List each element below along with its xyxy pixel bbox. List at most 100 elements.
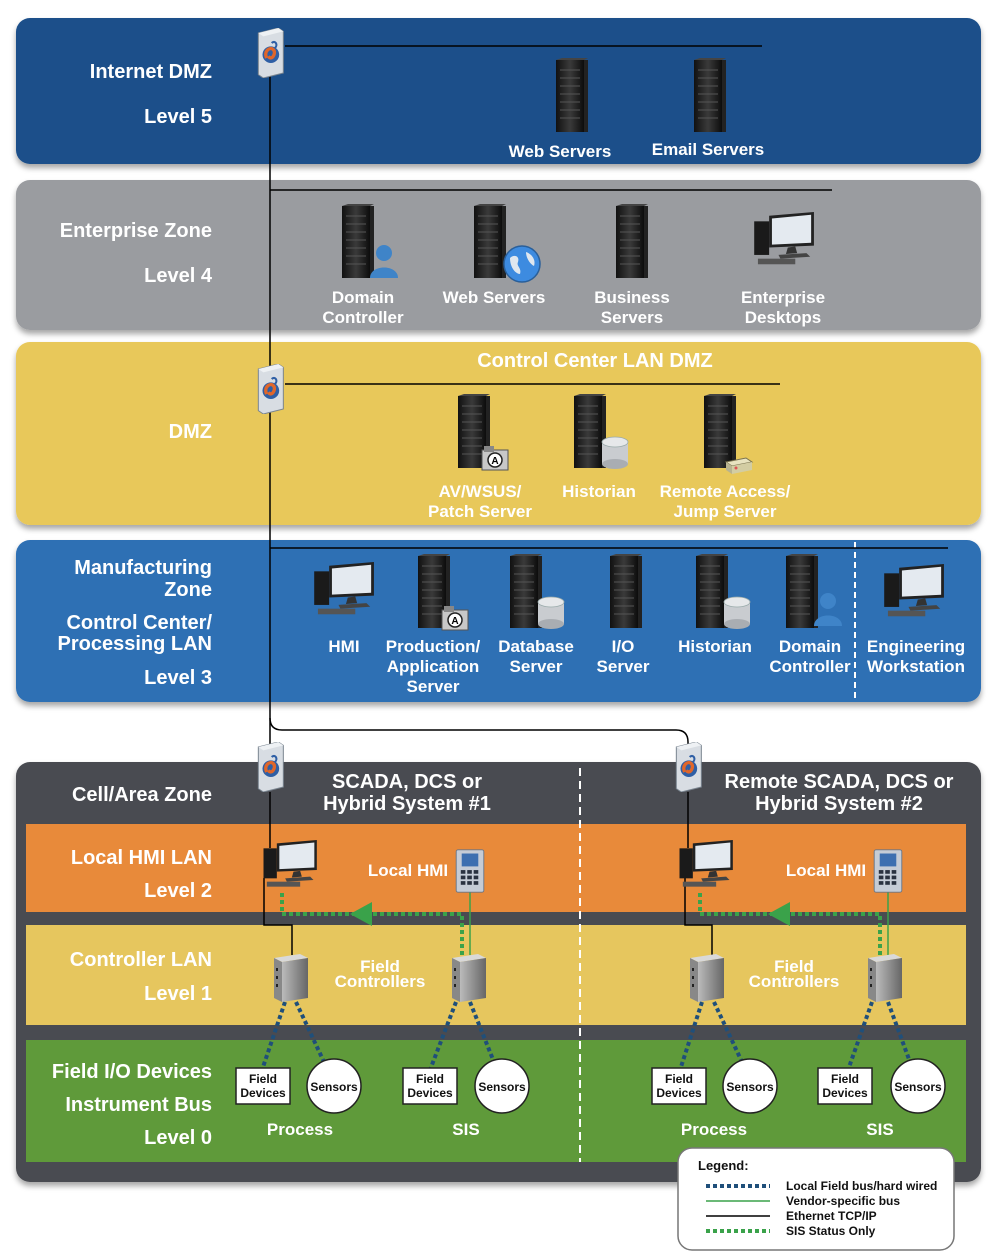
device-label: Server	[597, 657, 650, 676]
s2-fb-1	[678, 1001, 704, 1071]
device-label: Server	[407, 677, 460, 696]
dmz-title: DMZ	[169, 421, 212, 443]
internet-dmz-zone	[16, 18, 981, 164]
system1-title-line: Hybrid System #1	[323, 793, 491, 815]
s1-fb-1	[260, 1001, 287, 1071]
level1-label: Level 1	[144, 983, 212, 1005]
legend-item-label: Vendor-specific bus	[786, 1194, 900, 1208]
sensors-circle	[890, 1058, 946, 1114]
hmi-panel-icon	[455, 849, 485, 893]
enterprise-zone-title: Enterprise Zone	[60, 220, 212, 242]
system2-title-line: Hybrid System #2	[755, 793, 923, 815]
s2-fb-3	[846, 1001, 874, 1071]
internet-dmz-title: Internet DMZ	[90, 61, 212, 83]
level2-label: Level 2	[144, 880, 212, 902]
legend-item-label: Local Field bus/hard wired	[786, 1179, 937, 1193]
local-hmi-label: Local HMI	[786, 861, 866, 880]
device-label: Controller	[769, 657, 851, 676]
manufacturing-subtitle-line: Processing LAN	[58, 633, 212, 655]
level5-label: Level 5	[144, 106, 212, 128]
sensors-circle	[306, 1058, 362, 1114]
field-devices-label: Field	[665, 1072, 693, 1086]
local-hmi-lan-band	[26, 824, 966, 912]
database-icon	[537, 596, 565, 630]
s1-sis-arrow	[350, 902, 372, 926]
field-controllers-label: Field	[774, 957, 814, 976]
field-devices-label: Devices	[656, 1086, 702, 1100]
level0-label: Level 0	[144, 1127, 212, 1149]
field-devices-label: Field	[416, 1072, 444, 1086]
local-hmi-label: Local HMI	[368, 861, 448, 880]
device-label: Controller	[322, 308, 404, 327]
sensors-circle	[722, 1058, 778, 1114]
email-server-icon	[693, 58, 727, 133]
device-label: I/O	[612, 637, 635, 656]
device-label: Engineering	[867, 637, 965, 656]
legend-box	[677, 1147, 955, 1251]
domain-controller-server-icon	[341, 204, 375, 279]
s1-sis-status	[280, 892, 464, 955]
device-label: Application	[387, 657, 480, 676]
field-controllers-label: Controllers	[749, 972, 840, 991]
control-dmz-zone	[16, 342, 981, 525]
io-server-icon	[609, 554, 643, 629]
jump-server-icon	[703, 394, 737, 469]
cell-link	[269, 717, 689, 752]
database-server-icon	[509, 554, 543, 629]
s2-fb-4	[886, 1001, 912, 1063]
field-devices-label: Field	[249, 1072, 277, 1086]
manufacturing-subtitle-line: Control Center/	[66, 612, 212, 634]
field-controllers-label: Field	[360, 957, 400, 976]
s1-fb-4	[468, 1001, 496, 1063]
firewall-icon	[256, 742, 286, 792]
globe-icon	[503, 245, 541, 283]
firewall-icon	[256, 28, 286, 78]
device-label: Server	[510, 657, 563, 676]
controller-icon	[452, 954, 486, 1002]
field-devices-box	[651, 1067, 707, 1105]
field-devices-box	[817, 1067, 873, 1105]
device-label: Enterprise	[741, 288, 825, 307]
historian-server-icon	[695, 554, 729, 629]
database-icon	[723, 596, 751, 630]
level3-label: Level 3	[144, 667, 212, 689]
s2-sis-arrow	[768, 902, 790, 926]
legend-item-label: SIS Status Only	[786, 1224, 876, 1238]
device-label: Database	[498, 637, 574, 656]
manufacturing-title-line: Manufacturing	[74, 557, 212, 579]
field-controllers-label: Controllers	[335, 972, 426, 991]
controller-icon	[868, 954, 902, 1002]
device-label: Patch Server	[428, 502, 532, 521]
field-devices-box	[235, 1067, 291, 1105]
web-server-icon	[555, 58, 589, 133]
controller-lan-title: Controller LAN	[70, 949, 212, 971]
cell-area-title: Cell/Area Zone	[72, 784, 212, 806]
device-label: Production/	[386, 637, 481, 656]
field-devices-label: Field	[831, 1072, 859, 1086]
s1-hmi-to-ctl	[263, 878, 293, 955]
system1-title-line: SCADA, DCS or	[332, 771, 482, 793]
process-label: Process	[267, 1120, 333, 1139]
historian-server-icon	[573, 394, 607, 469]
device-label: Business	[594, 288, 670, 307]
field-devices-label: Devices	[407, 1086, 453, 1100]
device-label: Historian	[678, 637, 752, 656]
l5-device-label: Email Servers	[652, 140, 764, 159]
legend-title: Legend:	[698, 1158, 749, 1173]
field-io-title-line: Instrument Bus	[65, 1094, 212, 1116]
l5-device-label: Web Servers	[509, 142, 612, 161]
antivirus-icon	[441, 606, 469, 631]
sensors-label: Sensors	[310, 1080, 358, 1094]
web-server-icon	[473, 204, 507, 279]
sis-label: SIS	[866, 1120, 893, 1139]
system2-title-line: Remote SCADA, DCS or	[725, 771, 954, 793]
firewall-icon	[674, 742, 704, 792]
device-label: HMI	[328, 637, 359, 656]
device-label: Desktops	[745, 308, 822, 327]
controller-lan-band	[26, 925, 966, 1025]
device-label: Historian	[562, 482, 636, 501]
s2-hmi-to-ctl	[684, 878, 713, 955]
device-label: Jump Server	[674, 502, 777, 521]
sis-label: SIS	[452, 1120, 479, 1139]
sensors-label: Sensors	[478, 1080, 526, 1094]
